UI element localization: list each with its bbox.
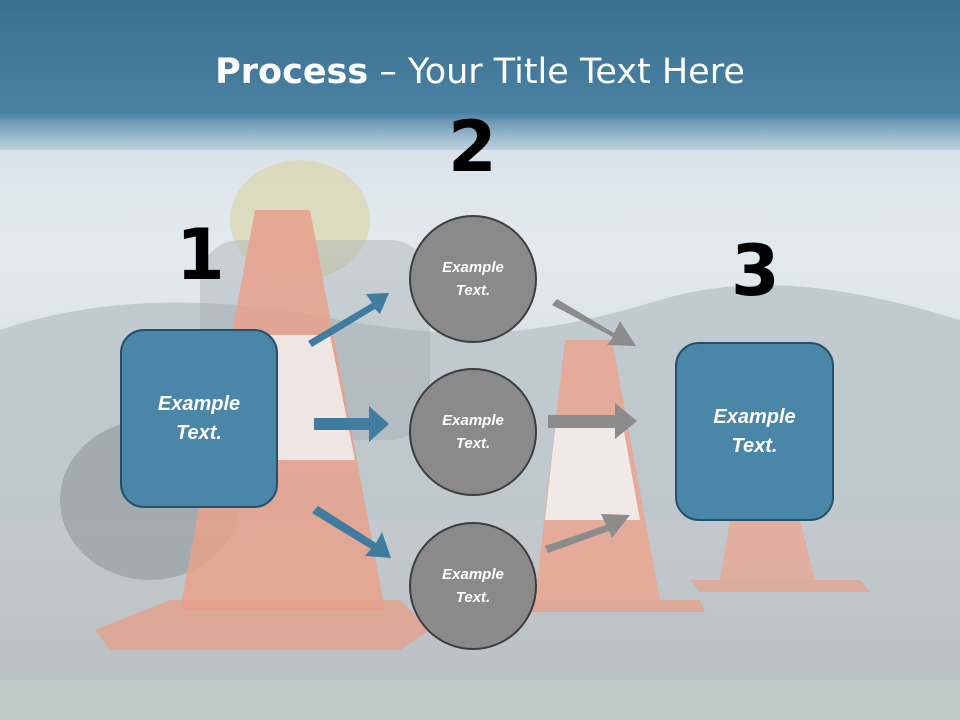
step-number-1: 1 xyxy=(176,214,225,296)
title-bold: Process xyxy=(215,52,369,92)
circle-3-text: Example Text. xyxy=(442,566,504,606)
step2-circle-1: Example Text. xyxy=(409,215,537,343)
circle-1-text: Example Text. xyxy=(442,259,504,299)
step1-box-text: Example Text. xyxy=(157,392,241,444)
step2-circle-3: Example Text. xyxy=(409,522,537,650)
step2-circle-2: Example Text. xyxy=(409,368,537,496)
circle-2-text: Example Text. xyxy=(442,412,504,452)
step3-box-text: Example Text. xyxy=(713,405,796,457)
step-number-2: 2 xyxy=(448,106,497,188)
slide-title: Process – Your Title Text Here xyxy=(0,52,960,92)
step-number-3: 3 xyxy=(731,230,780,312)
step3-box: Example Text. xyxy=(675,342,834,521)
title-rest: – Your Title Text Here xyxy=(368,52,745,92)
step1-box: Example Text. xyxy=(120,329,278,508)
